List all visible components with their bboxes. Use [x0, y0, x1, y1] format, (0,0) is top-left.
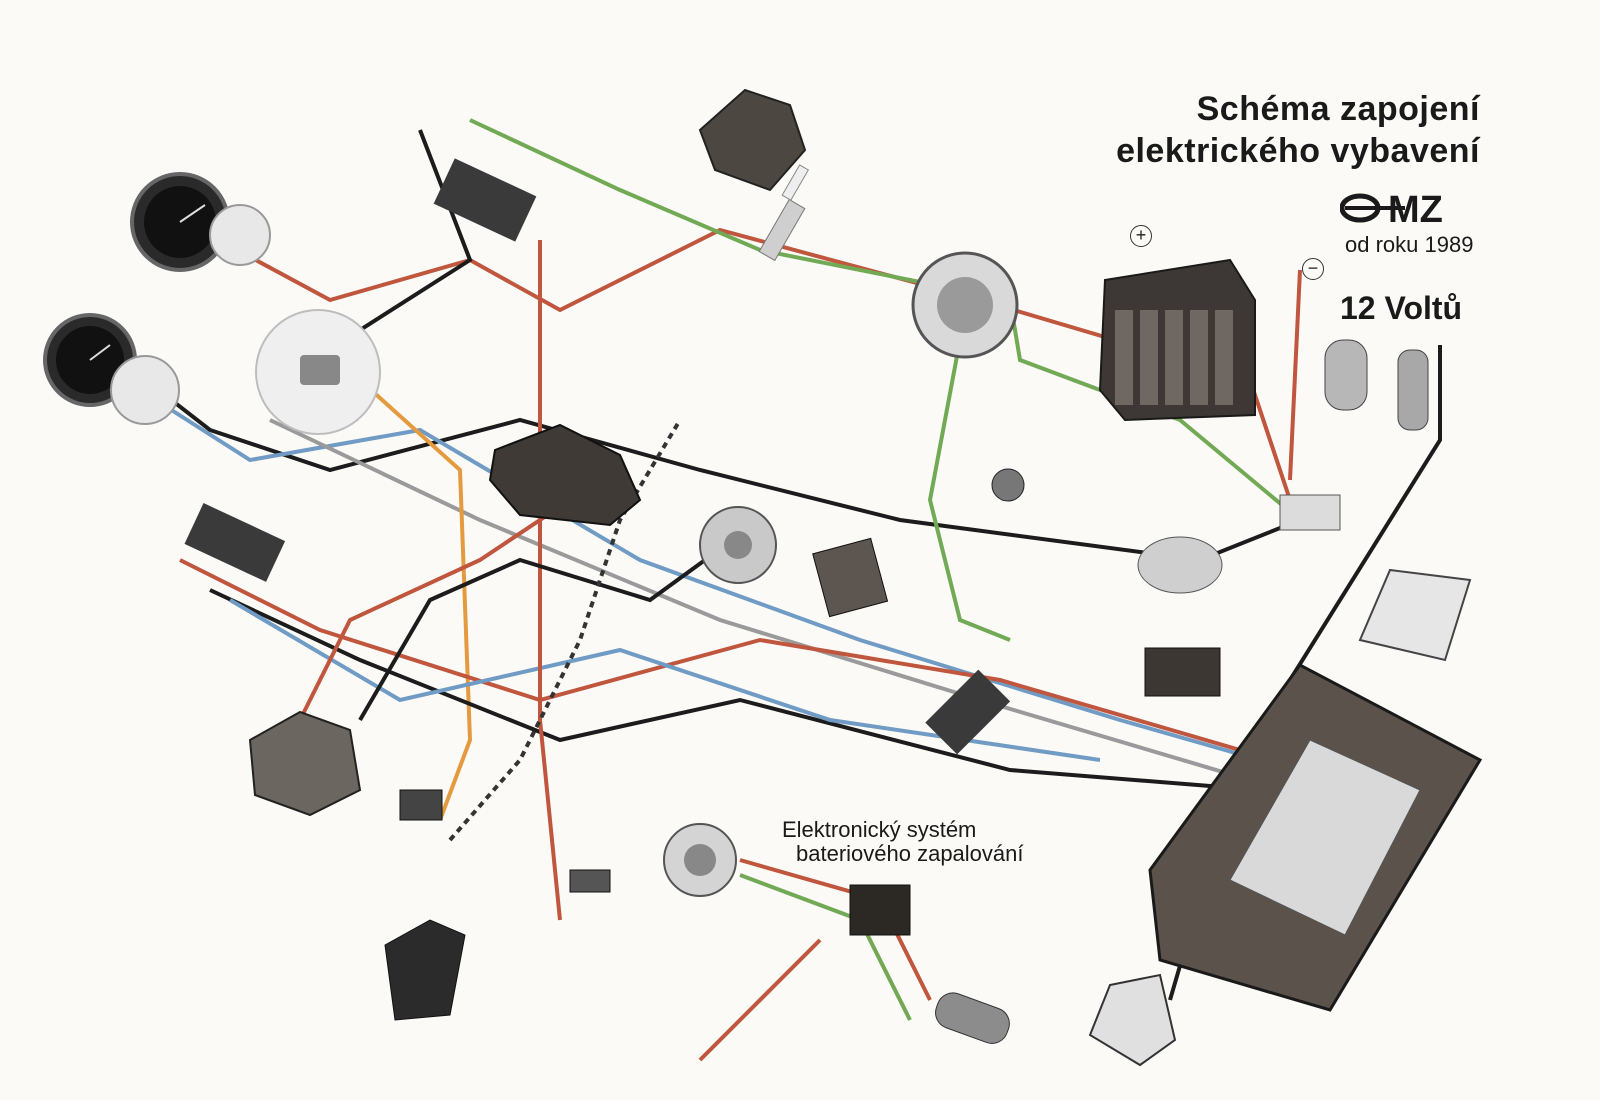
- title-line-2: elektrického vybavení: [1116, 132, 1480, 170]
- wire-orange-5: [358, 378, 473, 821]
- ignition-coil: [698, 88, 807, 192]
- wire-blue-8: [228, 598, 1101, 762]
- battery-minus-symbol: −: [1302, 258, 1324, 280]
- fuse-box: [1144, 647, 1221, 697]
- battery-plus-symbol: +: [1130, 225, 1152, 247]
- tachometer-gauge: [43, 313, 180, 425]
- spark-plug: [758, 164, 810, 262]
- mz-logo-text: MZ: [1388, 189, 1443, 228]
- flasher-unit: [1397, 349, 1429, 431]
- ignition-switch: [812, 537, 889, 618]
- sub-ignition-coil: [935, 992, 1010, 1044]
- generator: [911, 251, 1019, 359]
- terminal-block-right: [1279, 494, 1341, 531]
- wire-black-16: [358, 518, 762, 722]
- wire-red-18: [298, 478, 602, 721]
- ignition-control-unit: [849, 884, 911, 936]
- terminal-block-left: [184, 503, 286, 582]
- rear-fender-light-assembly: [1148, 663, 1483, 1012]
- electronic-ignition-pickup: [663, 823, 737, 897]
- headlight-bowl: [255, 309, 381, 435]
- handlebar-switch: [384, 919, 466, 1021]
- rear-turn-signal: [1088, 973, 1177, 1067]
- tail-light: [1358, 568, 1472, 662]
- horn: [699, 506, 777, 584]
- title-block: Schéma zapojení elektrického vybavení: [1116, 88, 1480, 172]
- components: [43, 88, 1483, 1067]
- title-line-1: Schéma zapojení: [1196, 90, 1480, 128]
- wire-red-15: [698, 938, 822, 1062]
- wire-red-11: [1288, 269, 1302, 481]
- speedometer-gauge: [130, 172, 271, 272]
- subdiagram-caption-line-1: Elektronický systém: [782, 817, 977, 842]
- wire-green-12: [927, 339, 1011, 642]
- relay-cylinder: [1324, 339, 1368, 411]
- front-indicator: [248, 710, 362, 817]
- clutch-switch: [399, 789, 443, 821]
- wire-blue-2: [138, 388, 1261, 762]
- starter-relay: [1137, 536, 1223, 594]
- voltage-label: 12 Voltů: [1340, 290, 1463, 326]
- subdiagram-caption-line-2: bateriového zapalování: [796, 841, 1024, 866]
- wire-white-17: [448, 418, 682, 842]
- subdiagram-caption: Elektronický systém bateriového zapalová…: [782, 818, 1024, 866]
- since-year: od roku 1989: [1345, 232, 1474, 257]
- terminal-block-center: [925, 669, 1011, 755]
- terminal-block-top: [433, 158, 537, 242]
- voltage-regulator: [488, 423, 642, 527]
- wire-red-9: [538, 240, 562, 921]
- mz-logo: MZ: [1340, 189, 1443, 228]
- brake-switch: [569, 869, 611, 893]
- battery: [1098, 258, 1256, 422]
- neutral-switch: [991, 468, 1025, 502]
